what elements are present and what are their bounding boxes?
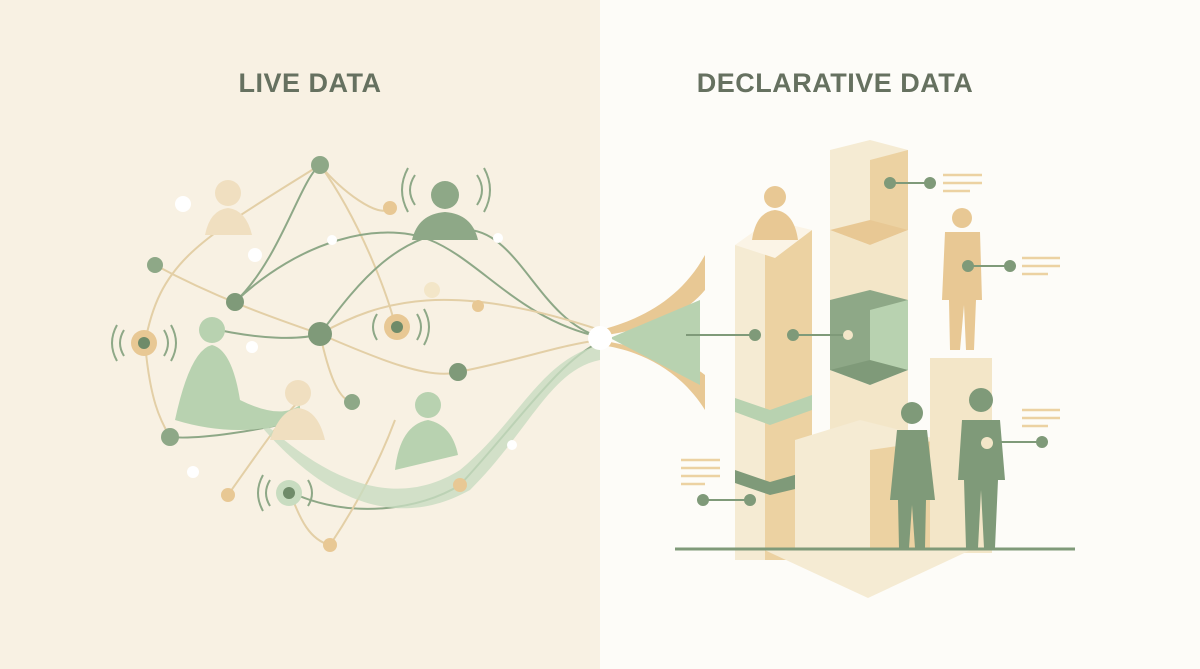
declarative-data-title: DECLARATIVE DATA <box>696 68 974 98</box>
person-silhouettes <box>175 180 478 470</box>
text-lines-labels <box>681 173 1060 486</box>
broadcast-signal-icon <box>401 167 491 213</box>
person-silhouette-man <box>958 388 1005 548</box>
person-silhouette-tan <box>205 180 252 235</box>
person-silhouette-woman <box>890 402 935 548</box>
person-silhouette-on-block <box>752 186 798 240</box>
connector-pins <box>686 177 1048 506</box>
funnel <box>588 255 705 410</box>
block-stacks <box>735 140 1005 598</box>
broadcast-signal-icon <box>111 324 177 362</box>
person-silhouette-green <box>412 181 478 240</box>
broadcast-signal-icon <box>257 474 313 512</box>
person-silhouette-tan-2 <box>270 380 325 440</box>
network-nodes <box>147 156 517 552</box>
broadcast-signal-icon <box>372 308 430 346</box>
person-silhouette-standing <box>942 208 982 350</box>
person-silhouette-lightgreen-2 <box>395 392 458 470</box>
live-data-panel <box>0 0 600 669</box>
person-silhouette-lightgreen <box>175 317 300 430</box>
broadcast-signal-icons <box>111 167 491 512</box>
live-data-title: LIVE DATA <box>238 68 382 98</box>
